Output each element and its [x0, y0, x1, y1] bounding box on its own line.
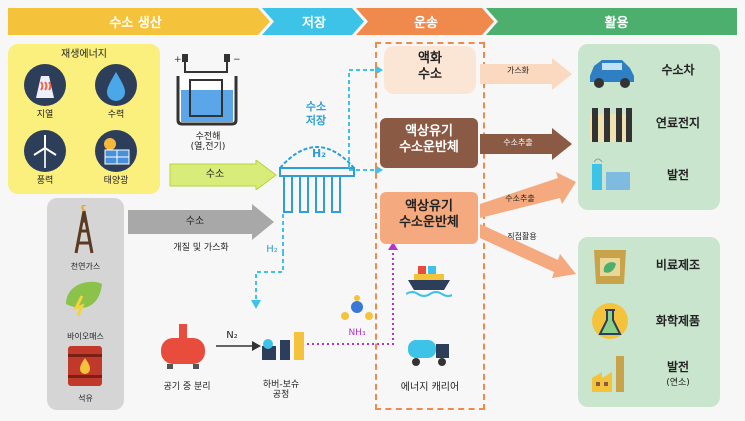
hydrogen-arrow-1-label: 수소 — [205, 169, 225, 180]
nh3-molecule-icon — [341, 295, 373, 320]
hydro-icon — [95, 64, 137, 106]
lohc-label-2: 액상유기 수소운반체 — [399, 199, 459, 231]
electrolyzer-icon: +− — [174, 54, 241, 126]
production-banner — [8, 8, 270, 35]
geothermal-label: 지열 — [36, 110, 54, 120]
header-transport: 운송 — [414, 16, 438, 31]
flow-arrow-extract-1 — [480, 128, 572, 160]
phase-header — [8, 8, 737, 35]
storage-to-transport-arrow — [349, 165, 383, 175]
flow-extract-1-label: 수소추출 — [503, 138, 533, 147]
storage-to-transport-line — [348, 65, 383, 168]
gas-rig-icon — [74, 205, 94, 254]
n2-label: N₂ — [226, 330, 238, 341]
liquid-hydrogen-box — [384, 46, 476, 94]
storage-tank-icon — [279, 146, 355, 213]
haber-label: 하버-보슈 공정 — [262, 380, 300, 401]
storage-h2: H₂ — [311, 147, 327, 160]
gas-label: 천연가스 — [70, 262, 101, 271]
header-production: 수소 생산 — [109, 16, 162, 31]
reforming-arrow-label: 수소 — [185, 216, 205, 227]
air-separation-icon — [161, 324, 205, 369]
n2-arrow — [216, 341, 261, 351]
svg-text:−: − — [233, 55, 241, 65]
reforming-label: 개질 및 가스화 — [173, 243, 229, 253]
flow-gasify-label: 가스화 — [506, 66, 530, 75]
h2-down-label: H₂ — [266, 244, 278, 255]
wind-icon — [24, 130, 66, 172]
power-plant-icon-bottom — [592, 356, 624, 392]
solar-icon — [95, 130, 137, 172]
header-storage: 저장 — [302, 16, 326, 31]
air-separation-label: 공기 중 분리 — [163, 382, 211, 392]
fuel-cell-icon — [590, 108, 632, 142]
biomass-label: 바이오매스 — [67, 332, 104, 341]
flow-arrow-gasify — [480, 58, 572, 90]
hydrogen-car-icon — [590, 60, 634, 88]
lohc-box-1 — [380, 118, 478, 168]
nh3-label: NH₃ — [348, 328, 366, 338]
haber-plant-icon — [262, 332, 304, 360]
nh3-line — [307, 242, 398, 345]
tanker-truck-icon — [408, 340, 449, 366]
svg-text:+: + — [174, 55, 182, 65]
use-fertilizer: 비료제조 — [655, 258, 701, 272]
flow-extract-2-label: 수소추출 — [505, 194, 535, 203]
storage-title: 수소 저장 — [305, 100, 327, 127]
use-power-top: 발전 — [666, 168, 690, 182]
hydro-label: 수력 — [107, 110, 125, 120]
liquid-hydrogen-label: 액화 수소 — [418, 51, 442, 83]
fertilizer-icon — [594, 250, 626, 284]
wind-label: 풍력 — [36, 176, 54, 186]
lohc-box-2 — [380, 192, 478, 244]
hydrogen-arrow-1 — [169, 160, 277, 190]
use-power-bottom-sub: (연소) — [666, 378, 690, 388]
renewable-title: 재생에너지 — [61, 49, 107, 60]
transport-banner — [356, 8, 494, 35]
storage-banner — [262, 8, 364, 35]
utilization-banner — [486, 8, 737, 35]
use-car: 수소차 — [661, 63, 695, 77]
h2-down-line — [251, 214, 284, 309]
geothermal-icon — [24, 64, 66, 106]
flow-direct-label: 직접활용 — [507, 232, 537, 241]
ship-icon — [406, 266, 452, 297]
oil-label: 석유 — [78, 394, 93, 403]
chemical-icon — [592, 303, 628, 339]
use-chemical: 화학제품 — [655, 314, 701, 328]
header-utilization: 활용 — [604, 16, 629, 31]
use-fuel-cell: 연료전지 — [655, 116, 701, 130]
energy-carrier-label: 에너지 캐리어 — [400, 382, 460, 393]
use-power-bottom: 발전 — [666, 360, 690, 374]
power-plant-icon-top — [592, 158, 630, 190]
electrolysis-label: 수전해 (열,전기) — [190, 132, 226, 153]
lohc-label-1: 액상유기 수소운반체 — [399, 124, 459, 156]
biomass-icon — [66, 281, 102, 317]
oil-barrel-icon — [68, 346, 102, 386]
hydrogen-arrow-2 — [128, 204, 274, 240]
solar-label: 태양광 — [103, 176, 129, 186]
flow-arrow-extract-2 — [480, 172, 576, 218]
flow-arrow-direct — [480, 224, 576, 278]
